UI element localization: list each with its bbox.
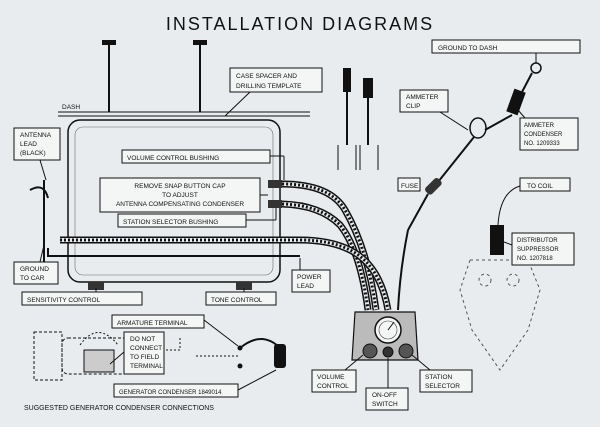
- svg-text:(BLACK): (BLACK): [20, 150, 46, 157]
- svg-text:STATION: STATION: [425, 374, 453, 381]
- dash-label: DASH: [62, 104, 80, 111]
- svg-text:DISTRIBUTOR: DISTRIBUTOR: [517, 238, 558, 244]
- svg-text:CONTROL: CONTROL: [317, 383, 349, 390]
- svg-text:TO CAR: TO CAR: [20, 275, 45, 282]
- svg-text:SELECTOR: SELECTOR: [425, 383, 460, 390]
- svg-text:SENSITIVITY CONTROL: SENSITIVITY CONTROL: [27, 297, 101, 304]
- svg-text:CASE SPACER AND: CASE SPACER AND: [236, 73, 297, 80]
- station-bushing-callout: STATION SELECTOR BUSHING: [117, 208, 277, 228]
- svg-text:NO. 1207818: NO. 1207818: [517, 256, 553, 262]
- distributor: DISTRIBUTOR SUPPRESSOR NO. 1207818: [459, 225, 575, 371]
- svg-text:SUPPRESSOR: SUPPRESSOR: [517, 247, 559, 253]
- svg-text:LEAD: LEAD: [20, 141, 37, 148]
- ground-to-car: GROUND TO CAR: [13, 244, 59, 285]
- svg-text:ANTENNA: ANTENNA: [20, 132, 52, 139]
- svg-text:NO. 1209333: NO. 1209333: [524, 141, 560, 147]
- volume-control-callout: VOLUME CONTROL: [311, 354, 364, 393]
- svg-text:REMOVE SNAP BUTTON CAP: REMOVE SNAP BUTTON CAP: [134, 183, 225, 190]
- case-spacer-callout: CASE SPACER AND DRILLING TEMPLATE: [224, 67, 323, 117]
- control-head: [351, 311, 419, 361]
- svg-text:CONDENSER: CONDENSER: [524, 132, 563, 138]
- svg-text:CONNECT: CONNECT: [130, 345, 162, 352]
- tone-knob: [236, 282, 252, 290]
- svg-text:GROUND TO DASH: GROUND TO DASH: [438, 45, 498, 52]
- svg-text:LEAD: LEAD: [297, 283, 314, 290]
- svg-text:ARMATURE TERMINAL: ARMATURE TERMINAL: [117, 320, 188, 327]
- volume-bushing-callout: VOLUME CONTROL BUSHING: [121, 149, 285, 180]
- svg-text:AMMETER: AMMETER: [406, 94, 439, 101]
- snap-cap-callout: REMOVE SNAP BUTTON CAP TO ADJUST ANTENNA…: [99, 177, 268, 213]
- power-lead-callout: POWER LEAD: [291, 258, 331, 293]
- generator-inset: ARMATURE TERMINAL DO NOT CONNECT TO FIEL…: [24, 314, 286, 412]
- svg-text:TO COIL: TO COIL: [527, 183, 553, 190]
- ammeter-clip: AMMETER CLIP: [399, 89, 487, 183]
- fuse: FUSE: [397, 177, 442, 231]
- svg-text:VOLUME CONTROL BUSHING: VOLUME CONTROL BUSHING: [127, 155, 219, 162]
- svg-text:STATION SELECTOR BUSHING: STATION SELECTOR BUSHING: [123, 219, 218, 226]
- on-off-switch-callout: ON-OFF SWITCH: [365, 358, 409, 411]
- svg-text:DO NOT: DO NOT: [130, 336, 155, 343]
- ammeter-condenser: AMMETER CONDENSER NO. 1209333: [484, 72, 579, 151]
- svg-text:TO FIELD: TO FIELD: [130, 354, 159, 361]
- station-knob: [398, 343, 414, 359]
- sensitivity-knob: [88, 282, 104, 290]
- page-title: INSTALLATION DIAGRAMS: [166, 14, 434, 34]
- svg-text:POWER: POWER: [297, 274, 322, 281]
- generator-caption: SUGGESTED GENERATOR CONDENSER CONNECTION…: [24, 405, 214, 412]
- mounting-bolts: [102, 40, 207, 112]
- to-coil-callout: TO COIL: [497, 177, 571, 226]
- svg-text:AMMETER: AMMETER: [524, 123, 555, 129]
- svg-text:DRILLING TEMPLATE: DRILLING TEMPLATE: [236, 83, 302, 90]
- station-selector-callout: STATION SELECTOR: [411, 354, 473, 393]
- ground-to-dash-callout: GROUND TO DASH: [431, 39, 581, 74]
- svg-text:ON-OFF: ON-OFF: [372, 392, 397, 399]
- spacer-tools: [337, 68, 379, 170]
- svg-text:GENERATOR CONDENSER 1849014: GENERATOR CONDENSER 1849014: [119, 390, 222, 396]
- antenna-lead: ANTENNA LEAD (BLACK): [13, 127, 61, 270]
- svg-text:FUSE: FUSE: [401, 183, 419, 190]
- on-off-knob: [382, 346, 394, 358]
- sensitivity-callout: SENSITIVITY CONTROL: [21, 288, 143, 306]
- dash-panel: DASH: [58, 104, 310, 117]
- svg-text:TO ADJUST: TO ADJUST: [162, 192, 198, 199]
- svg-text:TONE CONTROL: TONE CONTROL: [211, 297, 263, 304]
- svg-text:GROUND: GROUND: [20, 266, 49, 273]
- svg-text:ANTENNA COMPENSATING CONDENSER: ANTENNA COMPENSATING CONDENSER: [116, 201, 244, 208]
- svg-text:TERMINAL: TERMINAL: [130, 363, 163, 370]
- volume-knob: [362, 343, 378, 359]
- tone-callout: TONE CONTROL: [205, 288, 277, 306]
- svg-text:VOLUME: VOLUME: [317, 374, 345, 381]
- control-cables: [47, 180, 409, 311]
- svg-text:CLIP: CLIP: [406, 103, 420, 110]
- svg-text:SWITCH: SWITCH: [372, 401, 398, 408]
